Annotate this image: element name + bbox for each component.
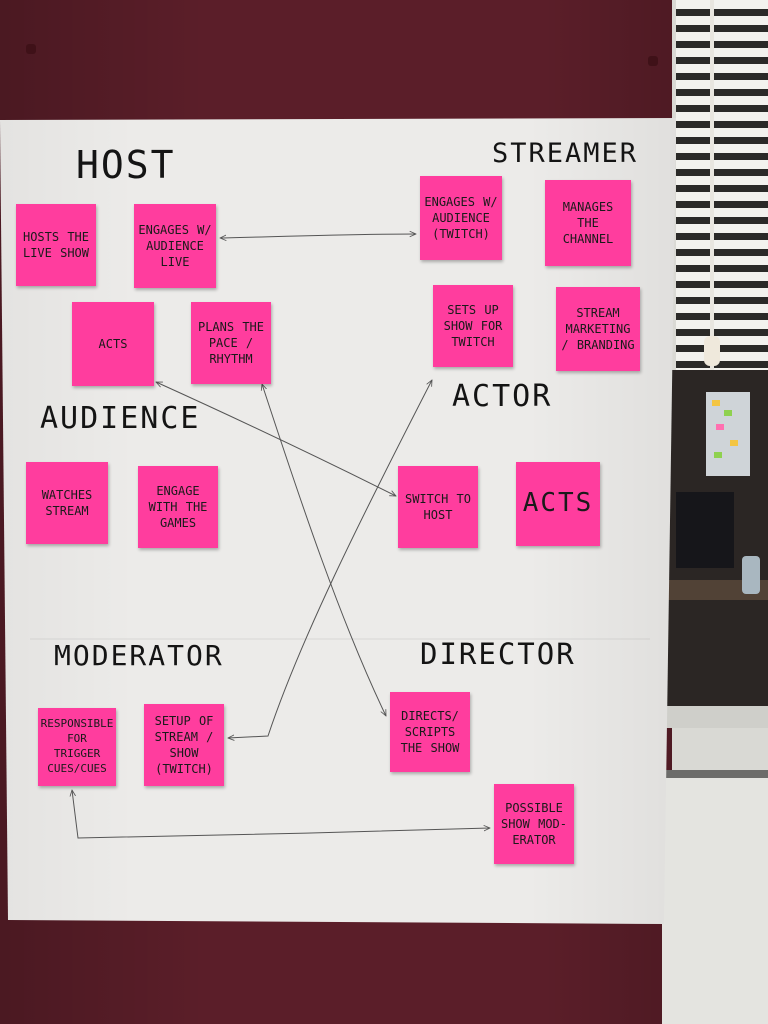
office-bottle (742, 556, 760, 594)
note-text: Setup of stream / show (Twitch) (154, 713, 214, 777)
sticky-note-engages-audience-live: Engages w/ audience live (134, 204, 216, 288)
note-text: Watches stream (41, 487, 93, 518)
sticky-note-acts-actor: Acts (516, 462, 600, 546)
window-rail (662, 770, 768, 778)
sticky-note-switch-to-host: Switch to host (398, 466, 478, 548)
blind-cord (710, 0, 714, 370)
sticky-note-setup-stream: Setup of stream / show (Twitch) (144, 704, 224, 786)
section-heading-actor: ACTOR (452, 379, 553, 414)
note-text: Possible show mod- erator (500, 800, 568, 848)
office-sticky-note (712, 400, 720, 406)
note-text: Sets up show for Twitch (443, 302, 503, 350)
wall-pin (648, 56, 658, 66)
sticky-note-engages-audience-twitch: Engages w/ audience (Twitch) (420, 176, 502, 260)
office-monitor (676, 492, 734, 568)
sticky-note-plans-pace: Plans the pace / rhythm (191, 302, 271, 384)
note-text: Engage with the games (148, 483, 208, 531)
note-text: Responsible for trigger cues/cues (40, 717, 114, 775)
note-text: Acts (522, 488, 594, 519)
section-heading-host: HOST (76, 143, 176, 187)
section-heading-director: DIRECTOR (420, 637, 576, 671)
office-sticky-note (716, 424, 724, 430)
section-heading-audience: AUDIENCE (40, 401, 201, 436)
sticky-note-hosts-live-show: Hosts the live show (16, 204, 96, 286)
sticky-note-manages-channel: Manages the channel (545, 180, 631, 266)
note-text: Plans the pace / rhythm (197, 319, 265, 367)
sticky-note-engage-games: Engage with the games (138, 466, 218, 548)
window-sill (662, 706, 768, 728)
sticky-note-watches-stream: Watches stream (26, 462, 108, 544)
window-blinds (676, 0, 768, 370)
note-text: Engages w/ audience live (138, 222, 212, 270)
section-heading-moderator: MODERATOR (54, 639, 224, 672)
section-heading-streamer: STREAMER (492, 138, 639, 169)
note-text: Hosts the live show (22, 229, 90, 260)
note-text: Stream marketing / branding (561, 305, 635, 353)
sticky-note-acts-host: Acts (72, 302, 154, 386)
note-text: Engages w/ audience (Twitch) (424, 194, 498, 242)
note-text: Manages the channel (562, 199, 614, 247)
note-text: Directs/ scripts the show (400, 708, 460, 756)
office-sticky-note (730, 440, 738, 446)
note-text: Acts (98, 336, 128, 351)
sticky-note-directs-scripts: Directs/ scripts the show (390, 692, 470, 772)
office-sticky-note (724, 410, 732, 416)
office-whiteboard (706, 392, 750, 476)
sticky-note-stream-marketing: Stream marketing / branding (556, 287, 640, 371)
blind-tassel (704, 336, 720, 366)
sticky-note-sets-up-show: Sets up show for Twitch (433, 285, 513, 367)
sticky-note-responsible-cues: Responsible for trigger cues/cues (38, 708, 116, 786)
wall-pin (26, 44, 36, 54)
office-sticky-note (714, 452, 722, 458)
sticky-note-possible-moderator: Possible show mod- erator (494, 784, 574, 864)
note-text: Switch to host (404, 491, 472, 522)
lower-window-pane (662, 778, 768, 1024)
